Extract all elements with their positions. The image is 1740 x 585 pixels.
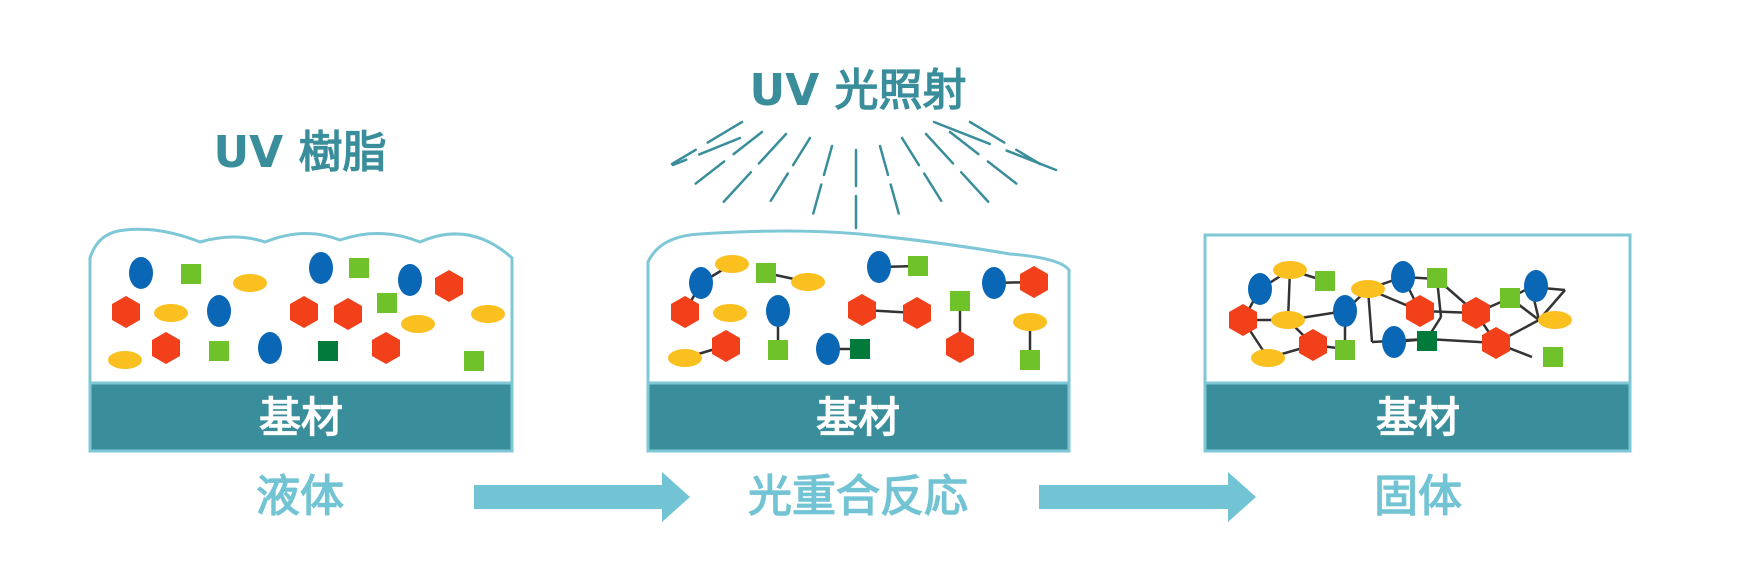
substrate-label-2: 基材 bbox=[816, 393, 900, 442]
substrate-label-3: 基材 bbox=[1376, 393, 1460, 442]
uv-resin-label: UV 樹脂 bbox=[213, 127, 386, 178]
uv-irradiation-label: UV 光照射 bbox=[749, 65, 966, 116]
state-label-solid: 固体 bbox=[1374, 471, 1462, 522]
uv-light-rays bbox=[670, 120, 1058, 230]
substrate-block-1 bbox=[88, 381, 514, 453]
substrate-block-2 bbox=[646, 381, 1071, 453]
monomer-molecules bbox=[108, 252, 505, 371]
crosslinked-network-molecules bbox=[1229, 261, 1572, 367]
partial-polymer-molecules bbox=[668, 251, 1048, 370]
substrate-block-3 bbox=[1203, 381, 1632, 453]
state-label-liquid: 液体 bbox=[256, 471, 344, 522]
state-label-reaction: 光重合反応 bbox=[748, 471, 968, 522]
substrate-label-1: 基材 bbox=[259, 393, 343, 442]
right-arrow-icon bbox=[1039, 472, 1256, 522]
right-arrow-icon bbox=[474, 472, 690, 522]
